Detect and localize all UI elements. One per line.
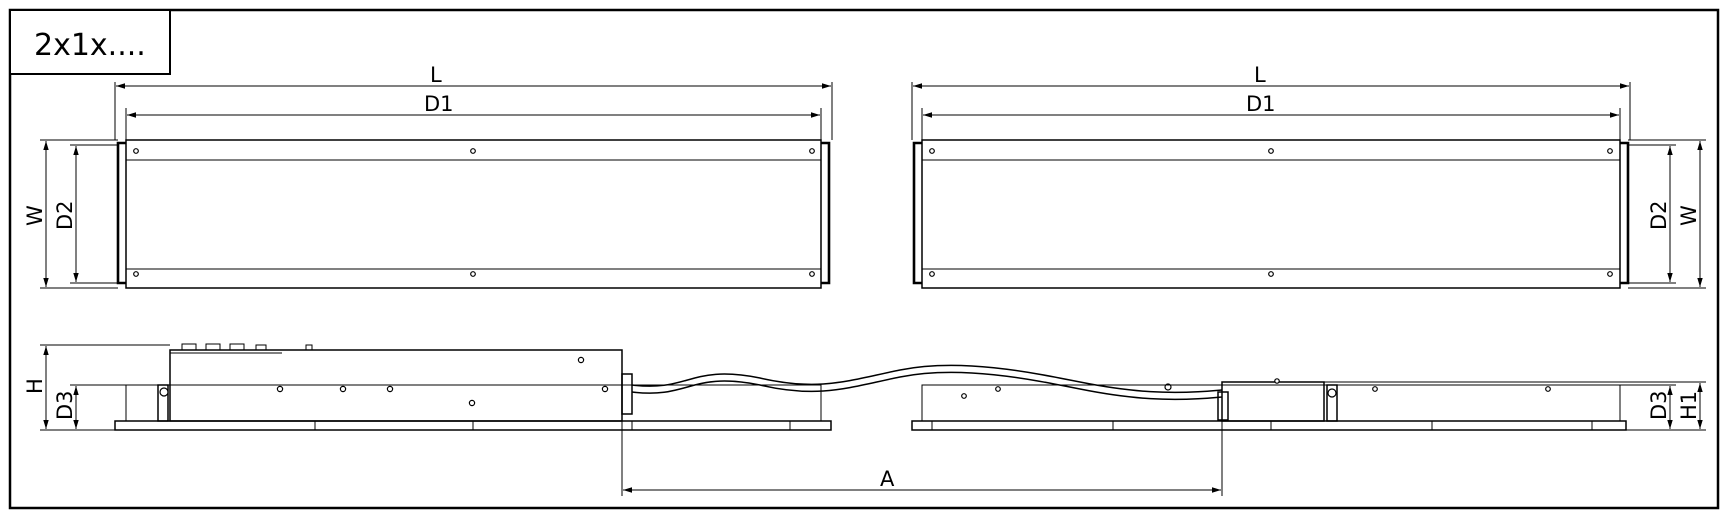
plan-view-right: L D1 D2 W [911, 63, 1706, 289]
dim-l-right: L [1254, 63, 1266, 87]
dim-a: A [880, 467, 895, 491]
plan-view-left: L D1 W D2 [23, 63, 833, 289]
dim-d2-right: D2 [1647, 200, 1671, 230]
connecting-cable [631, 364, 1223, 401]
dim-d1-left: D1 [424, 92, 454, 116]
dim-d3-right: D3 [1647, 390, 1671, 420]
dim-w-right: W [1677, 205, 1701, 226]
dim-h1: H1 [1677, 391, 1701, 420]
side-view-right: D3 H1 [911, 378, 1706, 431]
dim-d1-right: D1 [1246, 92, 1276, 116]
title-box: 2x1x.... [9, 9, 171, 75]
dim-l-left: L [430, 63, 442, 87]
dim-w-left: W [23, 205, 47, 226]
title-text: 2x1x.... [34, 28, 146, 63]
dim-h: H [23, 378, 47, 394]
dim-d3-left: D3 [53, 390, 77, 420]
drawing-frame [8, 8, 1720, 510]
dimension-a: A [621, 374, 1223, 496]
side-view-left: H D3 [23, 343, 832, 431]
dim-d2-left: D2 [53, 200, 77, 230]
